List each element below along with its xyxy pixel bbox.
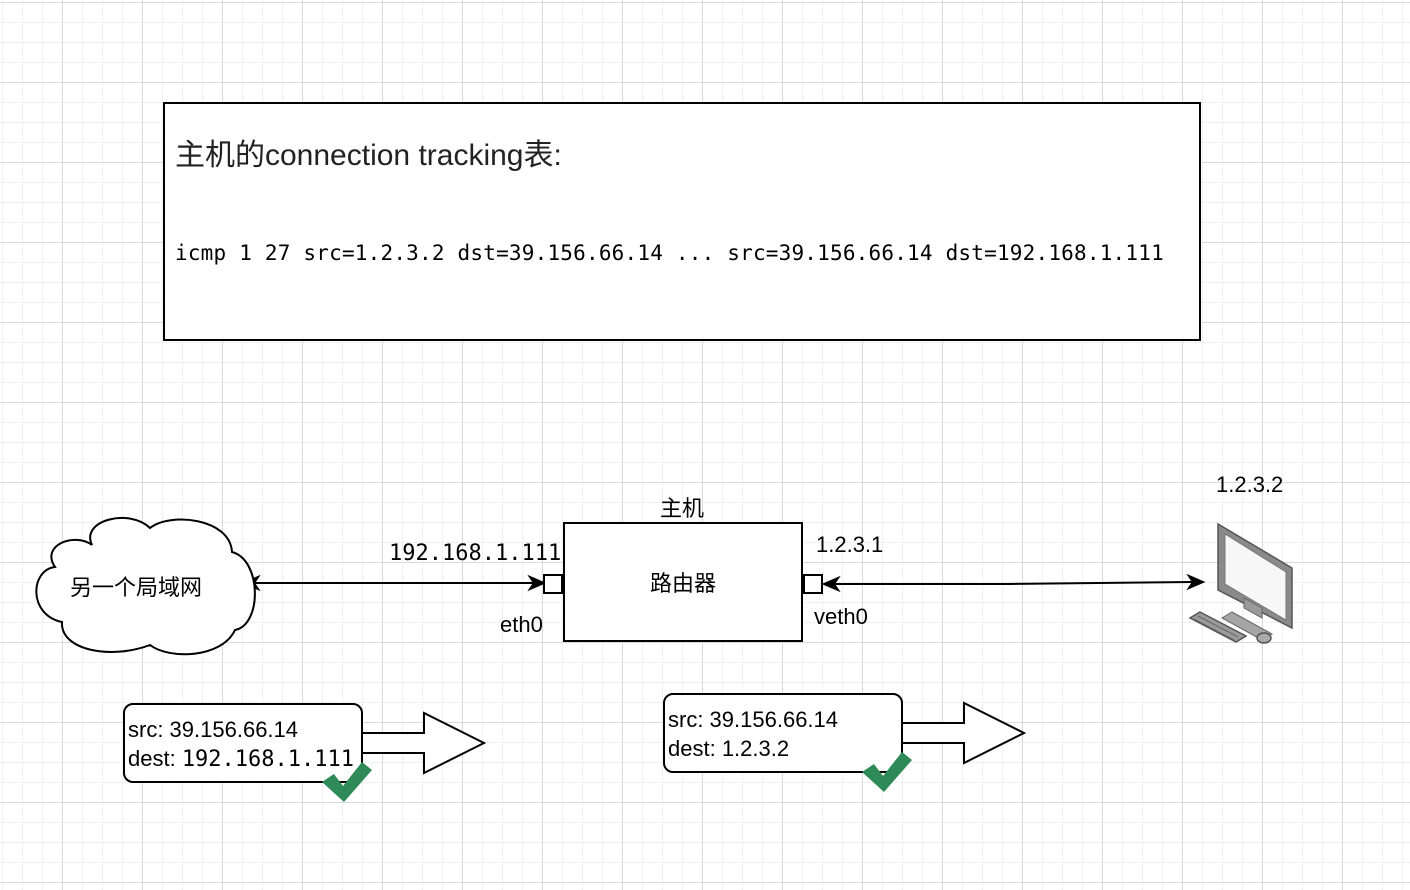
- conntrack-table-title: 主机的connection tracking表:: [175, 139, 562, 172]
- cloud-label: 另一个局域网: [70, 575, 203, 600]
- conntrack-entry: icmp 1 27 src=1.2.3.2 dst=39.156.66.14 .…: [175, 241, 1164, 265]
- host-label: 主机: [660, 496, 705, 521]
- eth0-ip-label: 192.168.1.111: [389, 541, 562, 566]
- packet-1-dest-prefix: dest:: [128, 746, 182, 771]
- packet-2[interactable]: src: 39.156.66.14 dest: 1.2.3.2: [663, 693, 903, 773]
- packet-1-dest: dest: 192.168.1.111: [128, 744, 357, 774]
- cloud-to-eth0-link: [241, 574, 547, 592]
- packet-2-src: src: 39.156.66.14: [668, 707, 839, 732]
- packet-1[interactable]: src: 39.156.66.14 dest: 192.168.1.111: [123, 703, 363, 783]
- packet-2-dest: dest: 1.2.3.2: [668, 734, 897, 763]
- packet-2-dest-ip: 1.2.3.2: [721, 736, 790, 761]
- packet-2-dest-prefix: dest:: [668, 736, 722, 761]
- veth0-ip-label: 1.2.3.1: [816, 532, 884, 557]
- computer-ip-label: 1.2.3.2: [1216, 472, 1284, 497]
- veth0-name-label: veth0: [814, 604, 868, 629]
- router-box[interactable]: 路由器: [563, 522, 803, 642]
- veth0-to-computer-link: [821, 573, 1206, 593]
- eth0-name-label: eth0: [500, 612, 543, 637]
- eth0-port[interactable]: [543, 574, 563, 594]
- router-label: 路由器: [649, 571, 716, 596]
- conntrack-table-box[interactable]: 主机的connection tracking表: icmp 1 27 src=1…: [163, 102, 1201, 341]
- packet-1-src: src: 39.156.66.14: [128, 717, 299, 742]
- packet-1-dest-ip: 192.168.1.111: [181, 747, 354, 772]
- veth0-port[interactable]: [803, 574, 823, 594]
